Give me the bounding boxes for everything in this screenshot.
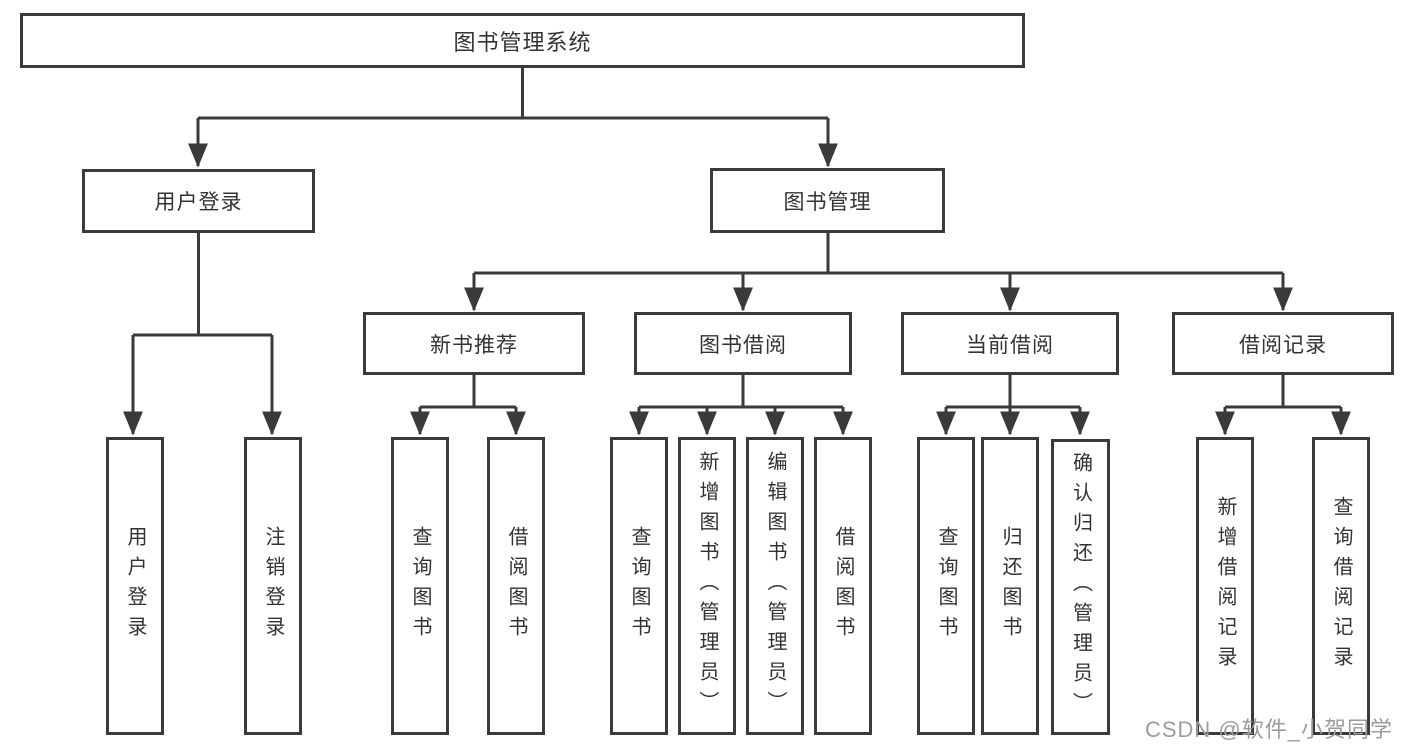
leaf-add-book-admin-label: 新增图书（管理员）	[696, 451, 718, 721]
node-borrowing-records: 借阅记录	[1172, 312, 1394, 375]
leaf-add-borrow-record-label: 新增借阅记录	[1214, 496, 1236, 676]
leaf-query-borrow-record-label: 查询借阅记录	[1330, 496, 1352, 676]
leaf-borrow-books-2: 借阅图书	[814, 437, 872, 735]
leaf-logout-label: 注销登录	[262, 526, 284, 646]
leaf-query-books-3: 查询图书	[917, 437, 975, 735]
leaf-user-login: 用户登录	[106, 437, 164, 735]
leaf-query-books-1-label: 查询图书	[409, 526, 431, 646]
node-system-root-label: 图书管理系统	[453, 29, 592, 55]
leaf-return-books: 归还图书	[981, 437, 1039, 735]
node-book-management-label: 图书管理	[783, 190, 872, 214]
node-system-root: 图书管理系统	[20, 13, 1025, 68]
leaf-query-books-2-label: 查询图书	[628, 526, 650, 646]
node-borrowing-records-label: 借阅记录	[1239, 333, 1327, 357]
leaf-confirm-return-admin-label: 确认归还（管理员）	[1069, 452, 1092, 722]
leaf-query-books-2: 查询图书	[610, 437, 668, 735]
leaf-borrow-books-2-label: 借阅图书	[832, 526, 854, 646]
node-new-book-recommend-label: 新书推荐	[430, 333, 518, 357]
leaf-edit-book-admin: 编辑图书（管理员）	[746, 437, 804, 735]
node-book-management: 图书管理	[710, 168, 945, 233]
node-current-borrowing-label: 当前借阅	[966, 333, 1054, 357]
leaf-query-books-1: 查询图书	[391, 437, 449, 735]
node-user-login-label: 用户登录	[154, 191, 243, 214]
leaf-query-books-3-label: 查询图书	[935, 526, 957, 646]
leaf-logout: 注销登录	[244, 437, 302, 735]
node-user-login: 用户登录	[82, 169, 315, 233]
leaf-add-borrow-record: 新增借阅记录	[1196, 437, 1254, 735]
leaf-borrow-books-1: 借阅图书	[487, 437, 545, 735]
leaf-user-login-label: 用户登录	[124, 526, 146, 646]
leaf-confirm-return-admin: 确认归还（管理员）	[1051, 439, 1110, 735]
leaf-add-book-admin: 新增图书（管理员）	[678, 437, 736, 735]
csdn-watermark-text: CSDN @软件_小贺同学	[1144, 717, 1393, 742]
leaf-return-books-label: 归还图书	[999, 526, 1021, 646]
connector-trunks	[133, 68, 1341, 409]
leaf-edit-book-admin-label: 编辑图书（管理员）	[764, 451, 786, 721]
node-book-borrowing-label: 图书借阅	[699, 333, 787, 357]
csdn-watermark: CSDN @软件_小贺同学	[1145, 712, 1393, 744]
node-current-borrowing: 当前借阅	[901, 312, 1119, 375]
connector-arrows	[123, 118, 1351, 436]
node-book-borrowing: 图书借阅	[634, 312, 852, 375]
leaf-query-borrow-record: 查询借阅记录	[1312, 437, 1370, 735]
leaf-borrow-books-1-label: 借阅图书	[505, 526, 527, 646]
node-new-book-recommend: 新书推荐	[363, 312, 585, 375]
